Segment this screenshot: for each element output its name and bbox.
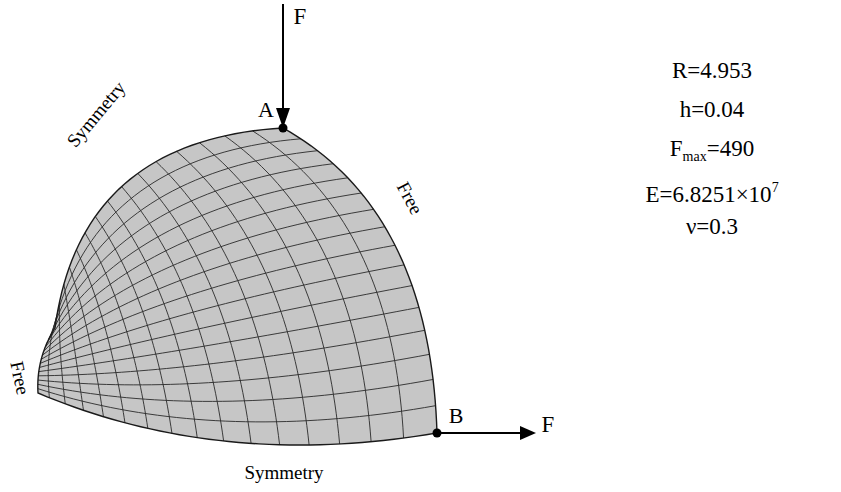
- parameter-line: Fmax=490: [622, 134, 802, 173]
- parameter-text: R=4.953: [672, 58, 752, 83]
- arrow-head: [520, 426, 536, 440]
- mesh-line: [38, 389, 436, 422]
- parameter-text: ν=0.3: [686, 214, 738, 239]
- parameter-line: E=6.8251×107: [622, 173, 802, 212]
- mesh-line: [40, 265, 404, 363]
- force-label: F: [294, 5, 307, 28]
- mesh-line: [39, 286, 412, 368]
- mesh-line: [42, 227, 384, 355]
- parameter-text: F: [670, 136, 683, 161]
- mesh-line: [51, 151, 318, 336]
- point-dot: [279, 124, 288, 133]
- point-label: A: [258, 99, 274, 121]
- mesh-line: [138, 173, 251, 443]
- shell-outline: [38, 128, 437, 445]
- shell-mesh: [38, 128, 437, 445]
- boundary-label: Symmetry: [63, 78, 128, 151]
- boundary-label: Symmetry: [244, 463, 323, 482]
- parameter-line: h=0.04: [622, 95, 802, 134]
- mesh-line: [156, 162, 280, 445]
- mesh-line: [47, 178, 348, 343]
- mesh-line: [225, 136, 371, 442]
- mesh-line: [38, 379, 433, 401]
- parameter-text: h=0.04: [680, 97, 745, 122]
- mesh-line: [41, 245, 395, 359]
- boundary-label: Free: [7, 360, 33, 397]
- parameter-list: R=4.953h=0.04Fmax=490E=6.8251×107ν=0.3: [622, 56, 802, 251]
- force-arrow: [282, 4, 284, 110]
- shell-surface: [38, 128, 437, 445]
- mesh-line: [253, 131, 404, 438]
- parameter-text: max: [683, 149, 707, 164]
- mesh-line: [45, 193, 361, 347]
- force-arrow: [439, 432, 522, 434]
- parameter-text: 7: [772, 180, 779, 195]
- loads: [276, 4, 536, 440]
- parameter-text: =490: [707, 136, 754, 161]
- force-label: F: [542, 413, 555, 436]
- mesh-line: [95, 216, 172, 433]
- point-label: B: [449, 405, 464, 427]
- mesh-line: [107, 201, 197, 438]
- mesh-line: [53, 139, 301, 332]
- point-dot: [433, 429, 442, 438]
- mesh-line: [38, 330, 424, 376]
- parameter-line: ν=0.3: [622, 212, 802, 251]
- parameter-text: E=6.8251×10: [645, 182, 771, 207]
- parameter-line: R=4.953: [622, 56, 802, 95]
- mesh-line: [38, 354, 429, 385]
- boundary-label: Free: [394, 179, 427, 218]
